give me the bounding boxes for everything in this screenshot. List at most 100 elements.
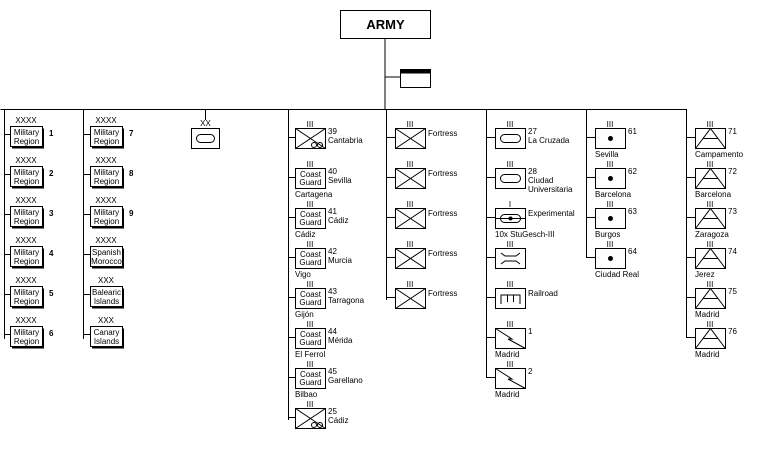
army-title: ARMY [366,17,405,32]
region-label-line1: Military [94,168,119,177]
unit-location: Sevilla [595,150,619,159]
unit-number: 62 [628,167,637,176]
coast-guard-line2: Guard [299,218,321,227]
echelon-label: III [507,120,514,129]
fortress-label: Fortress [428,129,457,138]
echelon-label: XXX [98,276,115,285]
echelon-label: III [407,280,414,289]
unit-location: El Ferrol [295,350,325,359]
unit-number: 63 [628,207,637,216]
unit-location: Madrid [495,390,519,399]
unit-name: Ciudad [528,176,553,185]
region-label-line1: Military [14,208,39,217]
unit-number: 42 [328,247,337,256]
echelon-label: III [607,120,614,129]
echelon-label: XXXX [95,196,117,205]
echelon-label: III [607,240,614,249]
unit-number: 75 [728,287,737,296]
echelon-label: XXXX [15,236,37,245]
region-number: 5 [49,289,54,298]
echelon-label: III [307,240,314,249]
unit-location: Bilbao [295,390,318,399]
unit-name: Tarragona [328,296,365,305]
unit-number: 43 [328,287,337,296]
echelon-label: III [507,240,514,249]
unit-location: Cartagena [295,190,333,199]
coast-guard-line1: Coast [300,250,322,259]
unit-number: 25 [328,407,337,416]
echelon-label: III [407,200,414,209]
region-label-line2: Region [14,257,39,266]
echelon-label: III [707,120,714,129]
coast-guard-line2: Guard [299,178,321,187]
echelon-label: III [307,400,314,409]
unit-number: 44 [328,327,337,336]
coast-guard-line2: Guard [299,298,321,307]
region-label-line2: Islands [94,297,119,306]
region-label-line1: Military [94,128,119,137]
coast-guard-line1: Coast [300,370,322,379]
echelon-label: III [507,360,514,369]
armored-division-node: XX [191,119,220,149]
region-label-line1: Military [14,168,39,177]
unit-name: Sevilla [328,176,352,185]
unit-location: Madrid [695,350,719,359]
unit-name: La Cruzada [528,136,570,145]
echelon-label: III [707,240,714,249]
unit-location: Madrid [695,310,719,319]
unit-name: Murcia [328,256,353,265]
echelon-label: III [307,160,314,169]
coast-guard-line2: Guard [299,338,321,347]
region-label-line2: Region [14,297,39,306]
unit-number: 61 [628,127,637,136]
echelon-label: III [607,160,614,169]
region-label-line2: Region [14,177,39,186]
region-label-line1: Military [14,288,39,297]
engineer-column: III71CampamentoIII72BarcelonaIII73Zarago… [695,120,744,359]
unit-number: 27 [528,127,537,136]
echelon-label: III [507,320,514,329]
echelon-label: III [407,160,414,169]
echelon-label: XXXX [15,156,37,165]
unit-name: Cádiz [328,416,348,425]
region-label-line1: Military [14,248,39,257]
echelon-label: III [307,280,314,289]
coast-guard-line1: Coast [300,170,322,179]
unit-name: Experimental [528,209,575,218]
echelon-label: XXXX [15,116,37,125]
fortress-label: Fortress [428,249,457,258]
region-number: 4 [49,249,54,258]
region-label-line1: Spanish [92,248,121,257]
region-number: 8 [129,169,134,178]
unit-location: Zaragoza [695,230,729,239]
region-label-line1: Military [14,128,39,137]
unit-location: Campamento [695,150,744,159]
coast-guard-line2: Guard [299,378,321,387]
unit-number: 40 [328,167,337,176]
unit-number: 71 [728,127,737,136]
region-label-line1: Canary [94,328,120,337]
military-regions-column-1: XXXXMilitaryRegion1XXXXMilitaryRegion2XX… [10,116,54,349]
